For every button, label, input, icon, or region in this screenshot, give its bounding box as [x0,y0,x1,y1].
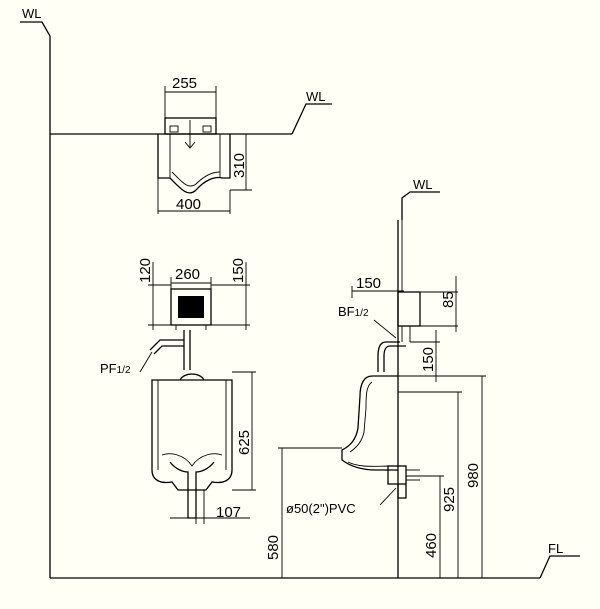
side-view-urinal: WL 150 BF1/2 85 150 [265,177,486,578]
dim-310: 310 [231,153,248,178]
wall-line [20,21,332,578]
dim-400: 400 [176,196,201,213]
dim-150-side: 150 [420,347,437,372]
top-view-urinal: 255 310 400 [157,75,252,214]
dim-980: 980 [465,463,482,488]
wl-label-top-left: WL [22,6,42,21]
dim-925: 925 [441,487,458,512]
dim-150-side-top: 150 [356,275,381,292]
dim-625: 625 [236,430,253,455]
dim-580: 580 [265,535,282,560]
pvc-label: ø50(2")PVC [286,501,356,516]
dim-460: 460 [423,533,440,558]
bf-label: BF1/2 [338,304,369,319]
dim-120: 120 [137,258,154,283]
dim-85: 85 [440,291,457,308]
dim-260: 260 [175,266,200,283]
wl-label-right: WL [413,177,433,192]
floor-line [50,555,580,579]
fl-label: FL [548,541,563,556]
dim-150-front: 150 [230,258,247,283]
dim-255: 255 [172,75,197,92]
front-view-urinal: 260 120 150 PF1/2 625 [100,258,256,524]
dim-107: 107 [216,504,241,521]
pf-label: PF1/2 [100,361,131,376]
wl-label-mid: WL [306,89,326,104]
